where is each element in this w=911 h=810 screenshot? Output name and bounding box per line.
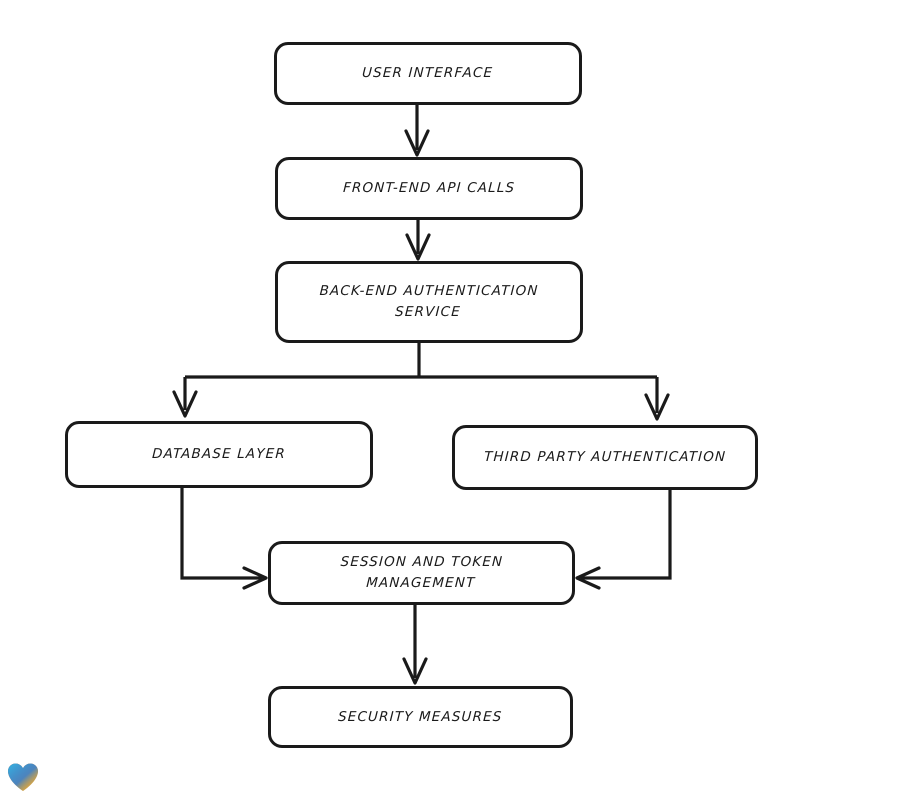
node-back-end-auth-service[interactable]: Back-End Authentication Service (275, 261, 583, 343)
node-label-database-layer: Database Layer (151, 446, 287, 463)
node-label-user-interface: User Interface (362, 65, 495, 82)
node-third-party-auth[interactable]: Third Party Authentication (452, 425, 758, 490)
edge-ui-to-api (404, 105, 430, 157)
edge-backend-split-bus (185, 343, 657, 379)
node-user-interface[interactable]: User Interface (274, 42, 582, 105)
node-database-layer[interactable]: Database Layer (65, 421, 373, 488)
edge-thirdparty-to-session (575, 490, 672, 590)
edge-api-to-backend (405, 220, 431, 261)
node-session-token-mgmt[interactable]: Session and Token Management (268, 541, 575, 605)
edge-session-to-security (402, 605, 428, 685)
node-label-back-end-auth-service: Back-End Authentication Service (319, 283, 540, 320)
edge-backend-to-database (172, 377, 198, 418)
node-front-end-api-calls[interactable]: Front-End API Calls (275, 157, 583, 220)
heart-icon (8, 763, 38, 791)
edge-database-to-session (180, 488, 268, 590)
node-label-third-party-auth: Third Party Authentication (483, 449, 727, 466)
edge-backend-to-thirdparty (644, 377, 670, 421)
node-label-front-end-api-calls: Front-End API Calls (342, 180, 516, 197)
node-security-measures[interactable]: Security Measures (268, 686, 573, 748)
node-label-session-token-mgmt: Session and Token Management (340, 554, 504, 591)
node-label-security-measures: Security Measures (337, 708, 504, 725)
